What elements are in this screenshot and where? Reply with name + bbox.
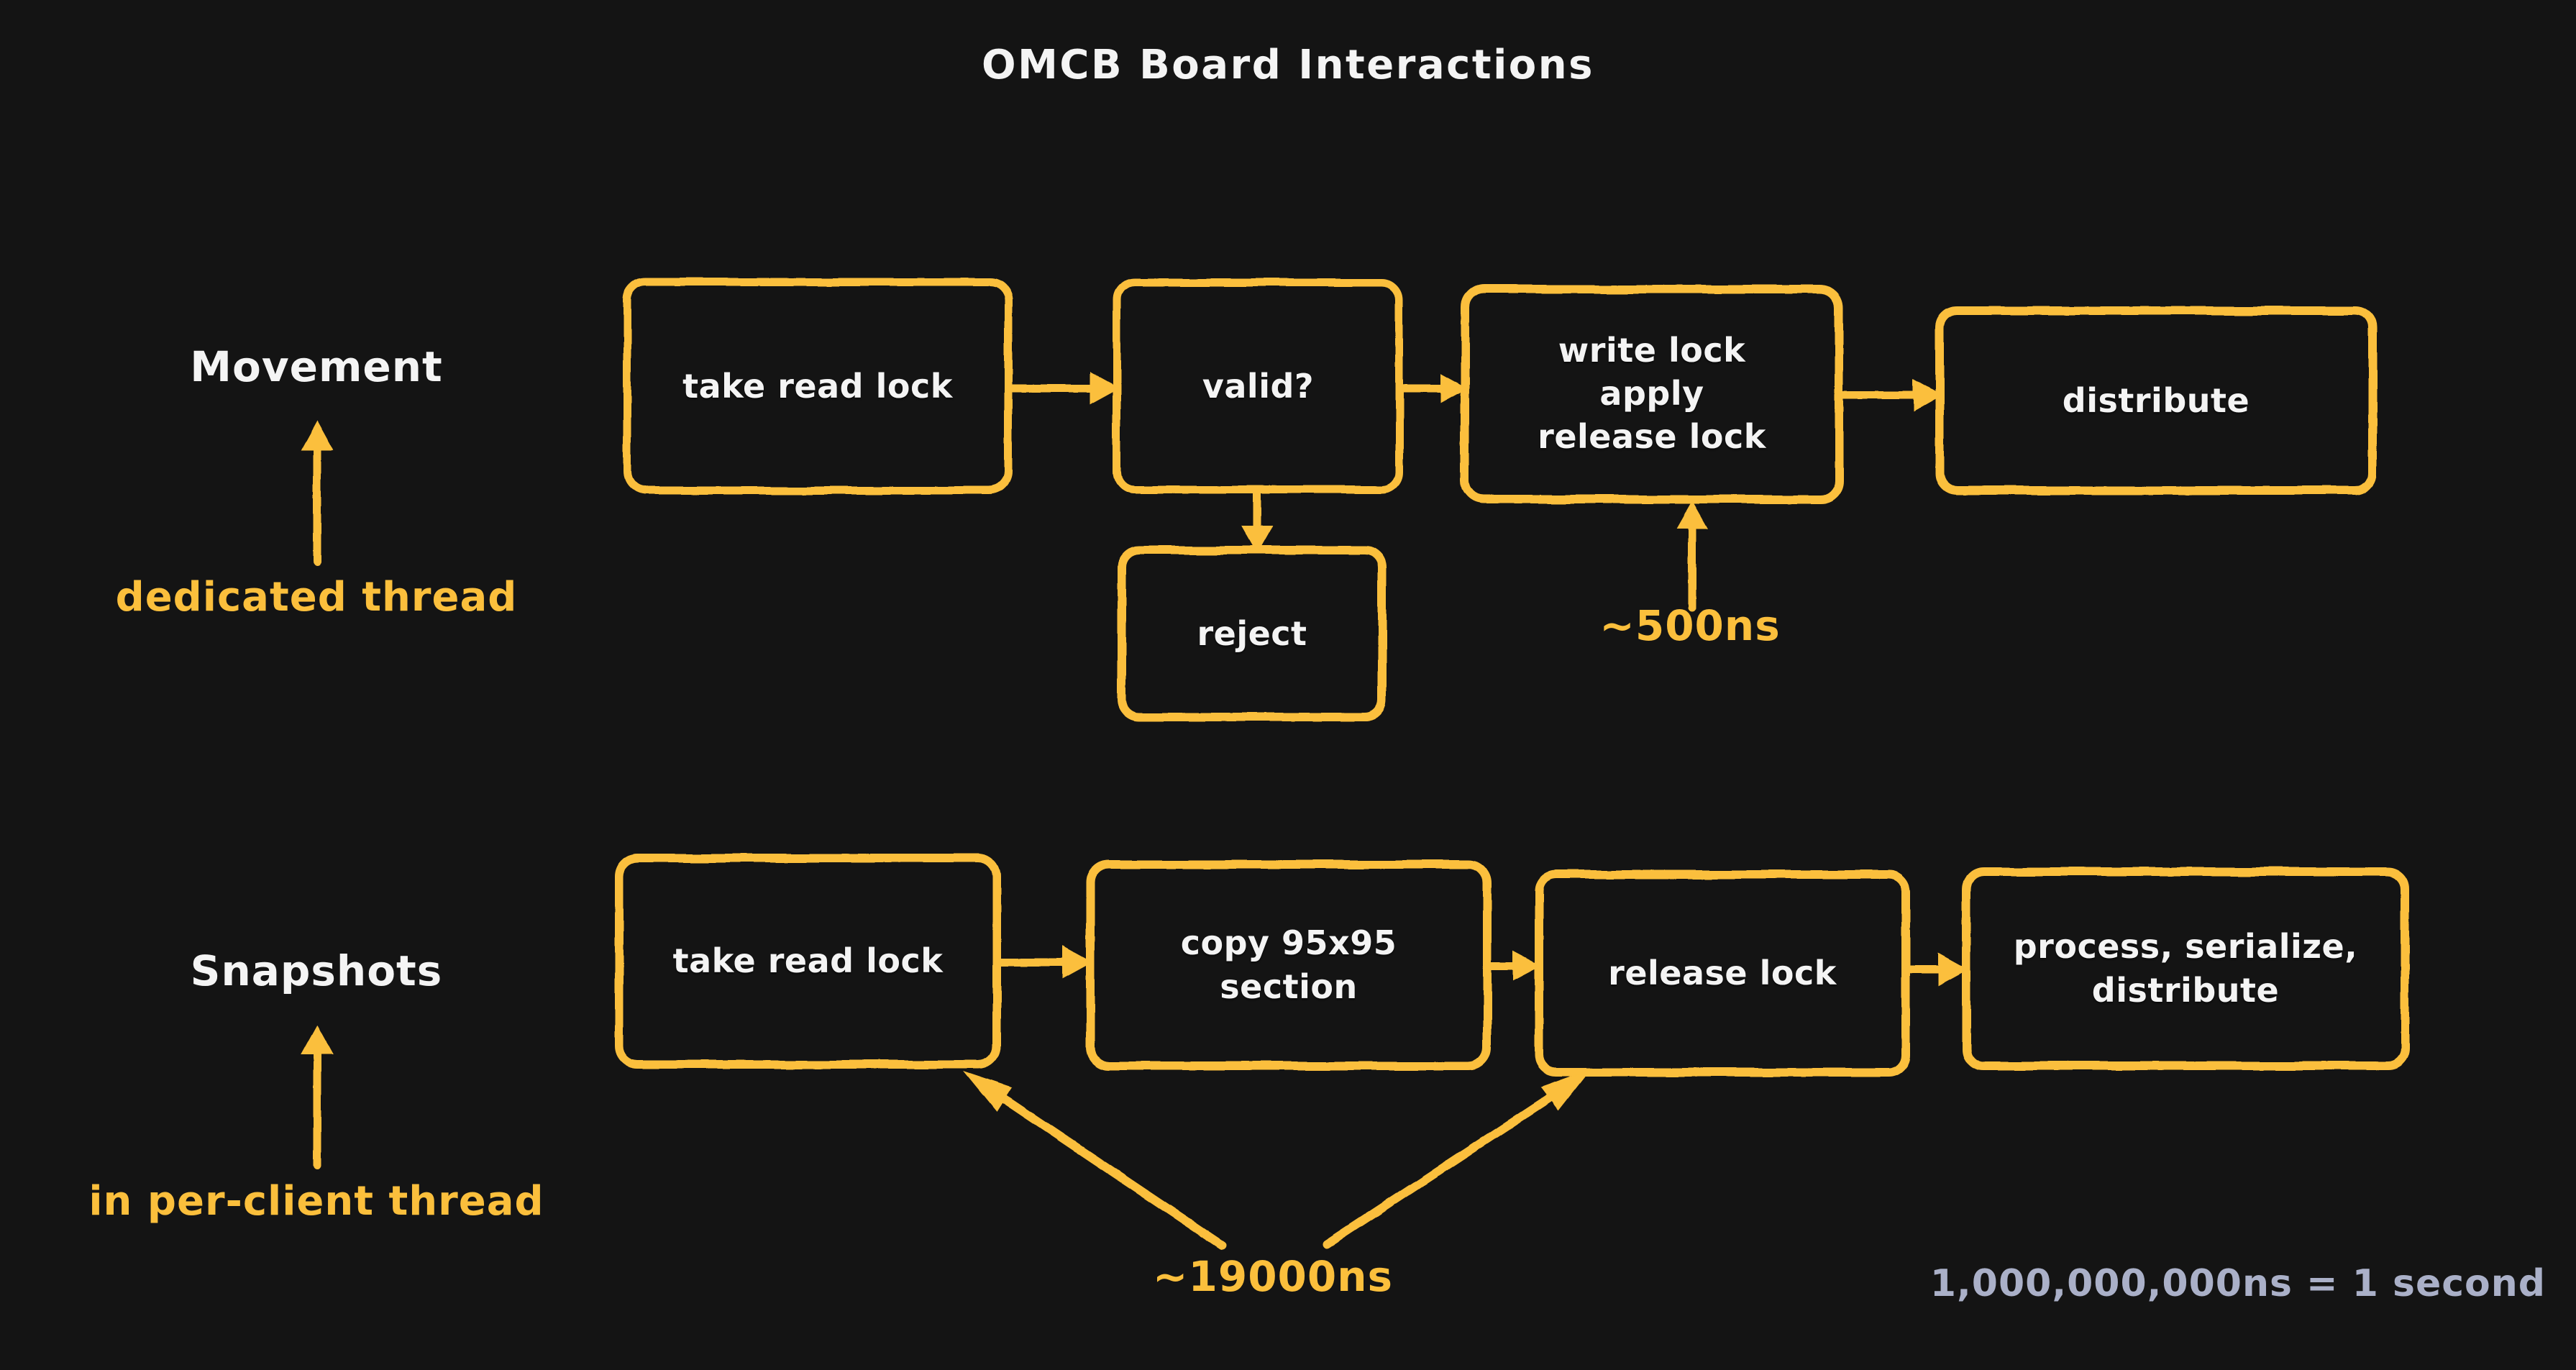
edge-dedicated-thread-to-movement	[301, 420, 334, 567]
node-box-take-read-lock[interactable]	[623, 278, 1013, 495]
edge-valid-to-reject	[1241, 487, 1273, 554]
edge-per-client-thread-to-snapshots	[301, 1024, 334, 1169]
node-box-valid[interactable]	[1113, 278, 1404, 494]
edge-release-lock-to-process	[1903, 953, 1969, 986]
edge-write-lock-to-distribute	[1836, 378, 1943, 411]
node-box-copy-section[interactable]	[1086, 860, 1492, 1070]
node-box-distribute[interactable]	[1935, 306, 2377, 495]
node-box-process-serialize-distribute[interactable]	[1962, 867, 2409, 1070]
node-box-write-lock-apply-release[interactable]	[1461, 285, 1843, 503]
edge-copy-section-to-release-lock	[1484, 951, 1542, 981]
edge-timing-19000ns-to-take-read-lock-2	[963, 1070, 1227, 1250]
edge-timing-500ns-to-write-lock	[1676, 500, 1708, 612]
edge-valid-to-write-lock	[1397, 373, 1469, 403]
edge-timing-19000ns-to-release-lock	[1323, 1068, 1592, 1248]
edge-take-read-lock-2-to-copy-section	[994, 946, 1093, 979]
node-box-take-read-lock-2[interactable]	[615, 854, 1001, 1069]
node-box-reject[interactable]	[1118, 546, 1387, 721]
node-box-release-lock[interactable]	[1535, 870, 1910, 1077]
edge-take-read-lock-to-valid	[1005, 372, 1120, 405]
